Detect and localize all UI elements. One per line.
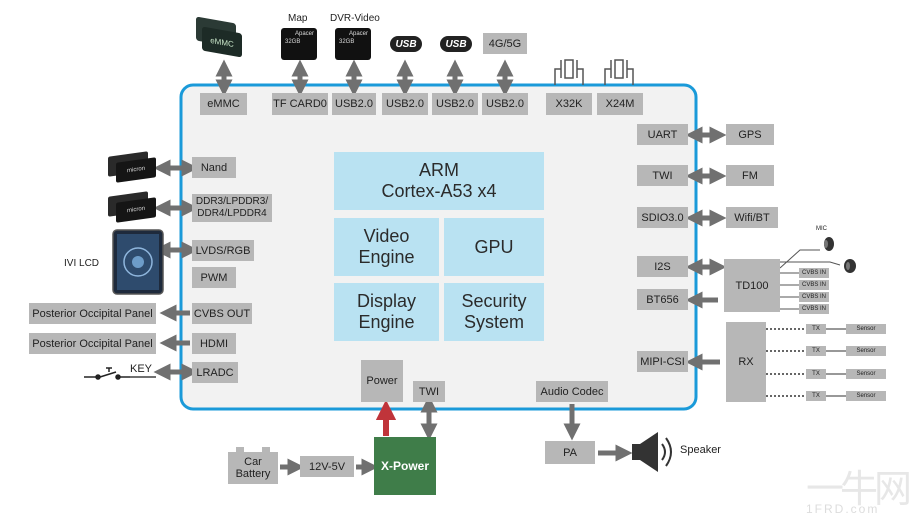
emmc-chip-label: eMMC [202, 26, 242, 58]
watermark-url: 1FRD.com [806, 502, 880, 516]
tx-1: TX [806, 324, 826, 334]
tx-3: TX [806, 369, 826, 379]
speaker-icon [632, 432, 672, 472]
port-usb2-4: USB2.0 [482, 93, 528, 115]
dvr-label: DVR-Video [330, 13, 380, 24]
rx-receiver: RX [726, 322, 766, 402]
port-twi: TWI [637, 165, 688, 186]
regulator-12v-5v: 12V-5V [300, 456, 354, 477]
port-cvbs-out: CVBS OUT [192, 303, 252, 324]
key-label: KEY [130, 363, 153, 375]
port-i2s: I2S [637, 256, 688, 277]
nand-chip-icon: micron [108, 151, 158, 183]
gpu-block: GPU [444, 218, 544, 276]
port-sdio3: SDIO3.0 [637, 207, 688, 228]
port-bt656: BT656 [637, 289, 688, 310]
tx-2: TX [806, 346, 826, 356]
sensor-1: Sensor [846, 324, 886, 334]
port-lradc: LRADC [192, 362, 238, 383]
sensor-3: Sensor [846, 369, 886, 379]
gps-module: GPS [726, 124, 774, 145]
key-switch-icon [84, 367, 130, 380]
ddr-chip-icon: micron [108, 191, 158, 223]
port-emmc: eMMC [200, 93, 247, 115]
port-pwm: PWM [192, 267, 236, 288]
crystal-x32k-icon [554, 59, 584, 85]
emmc-chip-icon: eMMC [196, 16, 244, 58]
card-size: 32GB [285, 39, 301, 45]
micro-sd-card-icon: Apacer 32GB [281, 28, 317, 60]
port-lvds-rgb: LVDS/RGB [192, 240, 254, 261]
td100-decoder: TD100 [724, 259, 780, 312]
posterior-occipital-panel-1: Posterior Occipital Panel [29, 303, 156, 324]
map-label: Map [288, 13, 308, 24]
watermark-logo: 一牛网 [806, 467, 912, 511]
port-nand: Nand [192, 157, 236, 178]
lte-module-box: 4G/5G [483, 33, 527, 54]
port-x32k: X32K [546, 93, 592, 115]
display-engine-block: Display Engine [334, 283, 439, 341]
car-battery-label: Car Battery [235, 456, 271, 480]
port-uart: UART [637, 124, 688, 145]
pa-amplifier: PA [545, 441, 595, 464]
sensor-4: Sensor [846, 391, 886, 401]
twi-bottom-block: TWI [413, 381, 445, 402]
posterior-occipital-panel-2: Posterior Occipital Panel [29, 333, 156, 354]
ivi-lcd-label: IVI LCD [64, 258, 100, 269]
cvbs-in-2: CVBS IN [799, 280, 829, 290]
card-brand-2: Apacer [348, 31, 368, 37]
mic-icon-2 [844, 259, 856, 273]
usb-logo-icon-2: USB [440, 36, 472, 52]
cvbs-in-4: CVBS IN [799, 304, 829, 314]
port-mipi-csi: MIPI-CSI [637, 351, 688, 372]
port-tf-card0: TF CARD0 [272, 93, 328, 115]
port-usb2-3: USB2.0 [432, 93, 478, 115]
crystal-x24m-icon [604, 59, 634, 85]
video-engine-block: Video Engine [334, 218, 439, 276]
ddr-chip-brand: micron [116, 197, 156, 223]
port-usb2-1: USB2.0 [332, 93, 376, 115]
port-ddr: DDR3/LPDDR3/ DDR4/LPDDR4 [192, 194, 272, 222]
mic-label: MIC [816, 226, 827, 232]
speaker-label: Speaker [680, 444, 721, 456]
nand-chip-brand: micron [116, 157, 156, 183]
power-block: Power [361, 360, 403, 402]
usb-logo-icon: USB [390, 36, 422, 52]
cvbs-in-1: CVBS IN [799, 268, 829, 278]
mic-icon [824, 237, 834, 251]
security-system-block: Security System [444, 283, 544, 341]
card-brand: Apacer [294, 31, 314, 37]
port-usb2-2: USB2.0 [382, 93, 428, 115]
micro-sd-card-icon-2: Apacer 32GB [335, 28, 371, 60]
card-size-2: 32GB [339, 39, 355, 45]
car-battery-icon: Car Battery [228, 452, 278, 484]
battery-terminal-icon [236, 447, 244, 452]
port-hdmi: HDMI [192, 333, 236, 354]
x-power-pmic: X-Power [374, 437, 436, 495]
tx-4: TX [806, 391, 826, 401]
audio-codec-block: Audio Codec [536, 381, 608, 402]
sensor-2: Sensor [846, 346, 886, 356]
fm-module: FM [726, 165, 774, 186]
battery-terminal-icon-2 [262, 447, 270, 452]
wifi-bt-module: Wifi/BT [726, 207, 778, 228]
cpu-block: ARM Cortex-A53 x4 [334, 152, 544, 210]
ivi-lcd-screen-icon [112, 229, 164, 295]
cvbs-in-3: CVBS IN [799, 292, 829, 302]
port-x24m: X24M [597, 93, 643, 115]
